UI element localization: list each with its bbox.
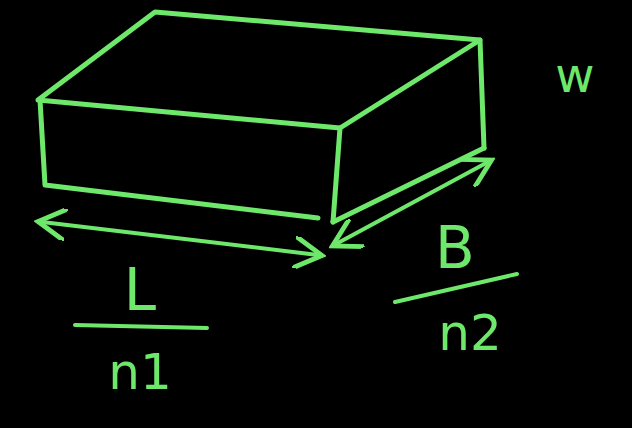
breadth-label: B — [435, 219, 475, 277]
fraction-bar — [395, 274, 517, 302]
divisor-label: n2 — [438, 308, 502, 358]
front-edge — [333, 128, 340, 222]
length-label: L — [124, 261, 156, 319]
back-edge — [480, 40, 484, 148]
width-label: w — [555, 51, 594, 99]
length-dimension — [42, 222, 318, 255]
divisor-label: n1 — [108, 347, 172, 397]
top-face — [38, 12, 480, 128]
fraction-bar — [75, 325, 207, 328]
right-bottom-edge — [333, 148, 484, 222]
front-face — [40, 100, 318, 218]
